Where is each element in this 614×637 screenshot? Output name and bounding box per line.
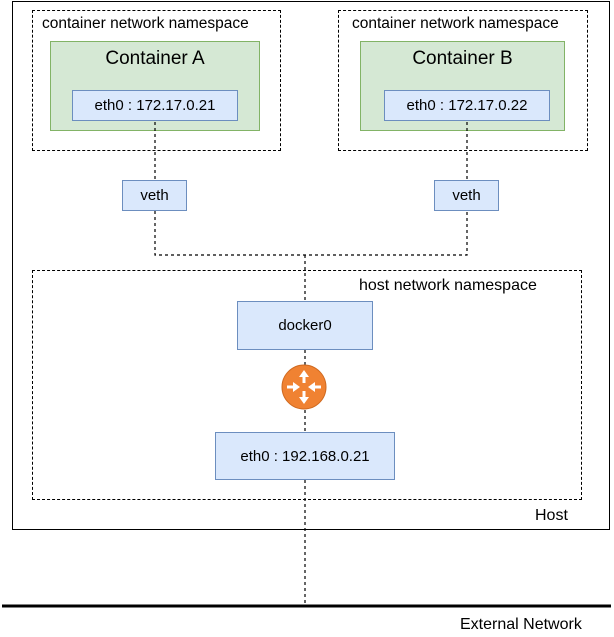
host-namespace — [32, 270, 582, 500]
container-a-title: Container A — [105, 48, 205, 69]
container-b-namespace-label: container network namespace — [352, 15, 559, 32]
external-network-label: External Network — [460, 616, 582, 633]
container-a-namespace — [32, 10, 281, 151]
container-a-eth0: eth0 : 172.17.0.21 — [72, 90, 238, 121]
host-label: Host — [535, 507, 568, 524]
host-namespace-label: host network namespace — [359, 277, 537, 294]
docker0-bridge: docker0 — [237, 301, 373, 350]
container-b-namespace — [338, 10, 588, 151]
container-a-namespace-label: container network namespace — [42, 15, 249, 32]
container-a-veth: veth — [122, 180, 187, 211]
container-b-eth0: eth0 : 172.17.0.22 — [384, 90, 550, 121]
container-b-title: Container B — [412, 48, 513, 69]
container-b-veth: veth — [434, 180, 499, 211]
router-icon — [281, 364, 327, 410]
host-eth0: eth0 : 192.168.0.21 — [215, 432, 395, 480]
